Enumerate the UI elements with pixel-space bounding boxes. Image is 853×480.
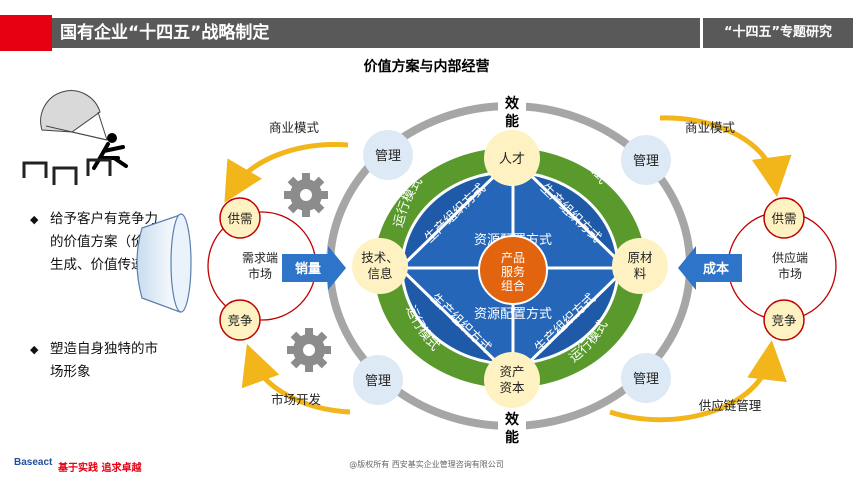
management-label: 管理 — [633, 372, 659, 387]
product-service-label: 产品 — [501, 251, 525, 265]
cost-label: 成本 — [703, 261, 729, 277]
cost-arrow — [678, 246, 742, 290]
copyright-text: @版权所有 西安基实企业管理咨询有限公司 — [349, 460, 504, 469]
market-development-label: 市场开发 — [271, 392, 322, 407]
management-node — [363, 130, 413, 180]
sales-label: 销量 — [295, 261, 321, 277]
supply-market-label: 供应端 — [772, 250, 808, 265]
supply-demand-node — [763, 197, 805, 239]
sales-arrow — [282, 246, 346, 290]
talent-label: 人才 — [499, 152, 525, 167]
gear-icon — [287, 328, 331, 372]
talent-node — [484, 130, 540, 186]
gear-icon — [284, 173, 328, 217]
efficiency-label-bottom: 效 — [505, 411, 520, 428]
management-node — [621, 135, 671, 185]
curved-arrows — [224, 115, 792, 423]
business-model-label: 商业模式 — [685, 120, 736, 135]
competition-node — [219, 299, 261, 341]
asset-capital-label: 资产 — [499, 364, 524, 379]
management-node — [621, 353, 671, 403]
bullet-text: 塑造自身独特的市场形象 — [50, 341, 158, 380]
svg-text:组合: 组合 — [501, 278, 525, 293]
header-red-block — [0, 15, 52, 51]
supply-demand-node — [219, 197, 261, 239]
management-label: 管理 — [633, 154, 659, 169]
competition-label: 竞争 — [771, 313, 796, 328]
svg-text:服务: 服务 — [501, 264, 525, 279]
raw-material-node — [612, 238, 668, 294]
svg-text:料: 料 — [634, 266, 647, 281]
management-label: 管理 — [365, 374, 391, 389]
value-cone-illustration — [136, 213, 192, 313]
brand-slogan: 基于实践 追求卓越 — [58, 463, 142, 474]
raw-material-label: 原材 — [627, 250, 652, 265]
resource-config-label: 资源配置方式 — [474, 306, 552, 322]
competition-label: 竞争 — [227, 313, 252, 328]
diamond-bullet-icon: ◆ — [30, 213, 39, 226]
topic-label: “十四五”专题研究 — [703, 18, 853, 48]
svg-text:信息: 信息 — [367, 266, 392, 281]
business-model-label: 商业模式 — [269, 120, 320, 135]
product-service-node — [478, 235, 548, 305]
supply-demand-label: 供需 — [771, 211, 796, 226]
page-title: 国有企业“十四五”战略制定 — [60, 23, 270, 43]
svg-text:能: 能 — [505, 113, 519, 130]
header-bar — [0, 18, 700, 48]
bullet-value-proposition: ◆ 给予客户有竞争力的价值方案（价值生成、价值传递） — [30, 208, 170, 277]
management-node — [353, 355, 403, 405]
efficiency-label-bg — [498, 410, 526, 448]
svg-text:能: 能 — [505, 429, 519, 446]
technology-label: 技术、 — [361, 250, 399, 265]
bullet-market-image: ◆ 塑造自身独特的市场形象 — [30, 338, 170, 384]
supply-chain-label: 供应链管理 — [699, 398, 762, 413]
svg-text:市场: 市场 — [778, 266, 802, 281]
management-label: 管理 — [375, 149, 401, 164]
asset-capital-node — [484, 352, 540, 408]
diagram-title: 价值方案与内部经营 — [363, 59, 490, 75]
parachute-runner-illustration — [22, 90, 128, 185]
demand-market-label: 需求端 — [242, 251, 278, 265]
svg-text:资本: 资本 — [499, 380, 525, 395]
supply-demand-label: 供需 — [227, 211, 252, 226]
bullet-text: 给予客户有竞争力的价值方案（价值生成、价值传递） — [50, 211, 158, 273]
efficiency-label-bg — [498, 92, 526, 130]
diamond-bullet-icon: ◆ — [30, 343, 39, 356]
technology-node — [352, 238, 408, 294]
svg-text:市场: 市场 — [248, 266, 272, 281]
efficiency-label-top: 效 — [505, 95, 520, 112]
competition-node — [763, 299, 805, 341]
brand-logo: Baseact — [14, 457, 53, 468]
